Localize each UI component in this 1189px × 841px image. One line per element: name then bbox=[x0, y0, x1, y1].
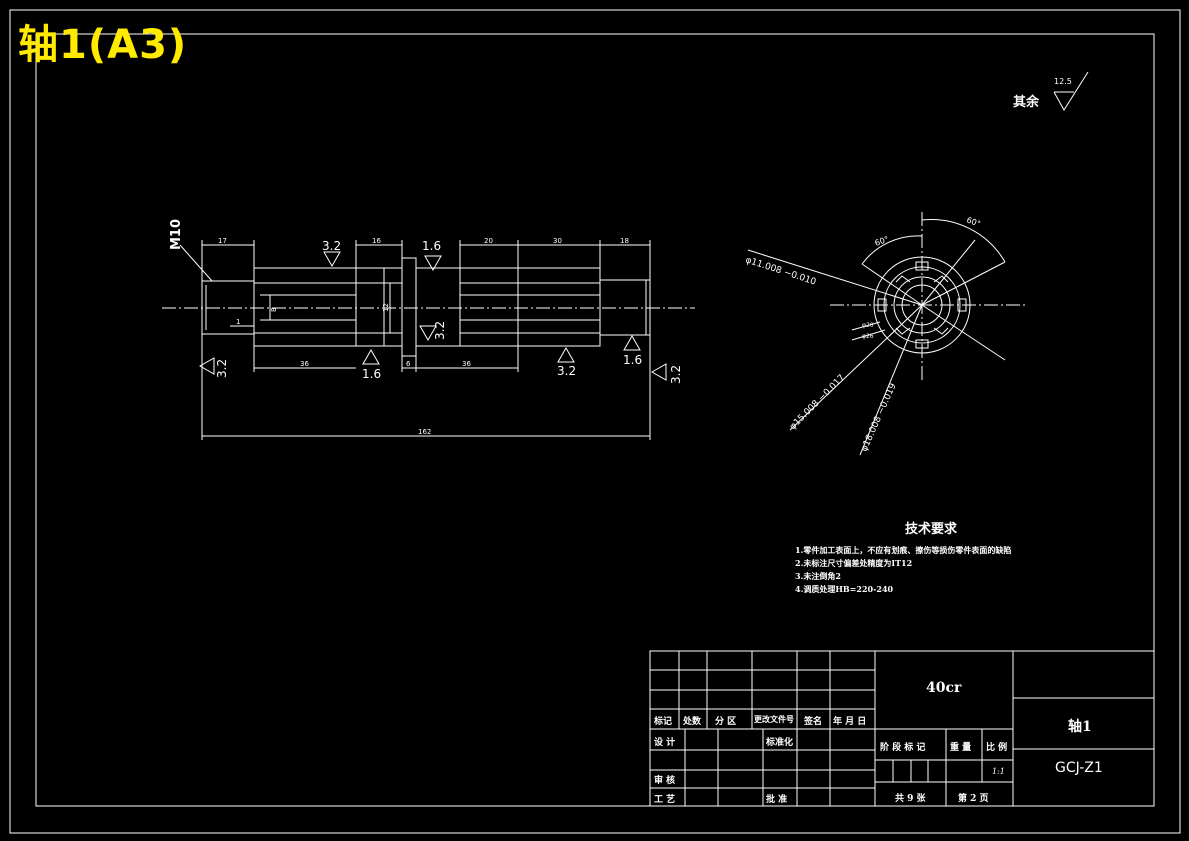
tb-col-mark: 标记 bbox=[654, 717, 673, 727]
dim-36b: 36 bbox=[462, 360, 471, 368]
roughness-label: 1.6 bbox=[362, 367, 381, 381]
dim-17: 17 bbox=[218, 237, 227, 245]
tech-requirements-heading: 技术要求 bbox=[905, 522, 958, 537]
dim-small-8: 8 bbox=[270, 308, 278, 312]
tech-line-4: 4.调质处理HB=220-240 bbox=[795, 584, 894, 594]
dim-small-12: 12 bbox=[382, 303, 390, 312]
tb-scale: 1:1 bbox=[992, 767, 1005, 776]
dim-16: 16 bbox=[372, 237, 381, 245]
tb-material: 40cr bbox=[926, 680, 962, 696]
angle-a-label: 60° bbox=[874, 235, 890, 248]
roughness-symbol bbox=[419, 325, 437, 342]
tb-part-name: 轴1 bbox=[1068, 719, 1092, 735]
tb-sheet-no: 第 2 页 bbox=[958, 794, 989, 804]
outer-border bbox=[9, 9, 1181, 834]
roughness-label: 3.2 bbox=[669, 365, 683, 384]
sheet-badge: 轴1(A3) bbox=[18, 22, 188, 68]
roughness-label: 3.2 bbox=[322, 239, 341, 253]
tb-col-count: 处数 bbox=[683, 717, 702, 727]
inner-border bbox=[35, 33, 1155, 807]
spline-section-2 bbox=[355, 267, 403, 347]
roughness-label: 3.2 bbox=[215, 359, 229, 378]
dim-6: 6 bbox=[406, 360, 411, 368]
tb-design: 设 计 bbox=[654, 738, 676, 748]
spline-section-1 bbox=[253, 267, 357, 347]
roughness-label: 1.6 bbox=[422, 239, 441, 253]
thread-label: M10 bbox=[169, 219, 184, 250]
roughness-symbol bbox=[650, 363, 667, 381]
tb-col-change-doc: 更改文件号 bbox=[754, 714, 794, 724]
tb-scale-head: 比 例 bbox=[986, 743, 1008, 753]
tech-line-2: 2.未标注尺寸偏差处精度为IT12 bbox=[795, 558, 913, 568]
title-block-grid bbox=[649, 650, 1155, 807]
dim-36a: 36 bbox=[300, 360, 309, 368]
tb-col-sign: 签名 bbox=[804, 717, 823, 727]
tb-col-zone: 分 区 bbox=[715, 717, 737, 727]
roughness-label: 1.6 bbox=[623, 353, 642, 367]
tb-approve: 批 准 bbox=[766, 795, 788, 805]
tb-review: 审 核 bbox=[654, 776, 676, 786]
dim-20: 20 bbox=[484, 237, 493, 245]
roughness-symbol bbox=[362, 348, 380, 365]
roughness-symbol bbox=[424, 255, 442, 272]
tb-stage-mark: 阶 段 标 记 bbox=[880, 743, 926, 753]
roughness-symbol bbox=[198, 357, 215, 375]
roughness-label: 3.2 bbox=[557, 364, 576, 378]
rest-roughness-value: 12.5 bbox=[1054, 77, 1072, 86]
shaft-front-view bbox=[162, 240, 695, 440]
tb-sheets-total: 共 9 张 bbox=[895, 794, 926, 804]
tb-process: 工 艺 bbox=[654, 795, 676, 805]
section-small-2: φ26 bbox=[862, 333, 874, 340]
roughness-label: 3.2 bbox=[433, 321, 447, 340]
tb-standardize: 标准化 bbox=[766, 738, 794, 748]
rest-roughness-label: 其余 bbox=[1013, 94, 1040, 110]
tb-col-date: 年 月 日 bbox=[833, 717, 867, 727]
shoulder-collar bbox=[401, 257, 417, 357]
dim-30: 30 bbox=[553, 237, 562, 245]
roughness-symbol bbox=[623, 334, 641, 351]
tb-weight: 重 量 bbox=[950, 743, 972, 753]
dim-small-1: 1 bbox=[236, 318, 240, 326]
dia-18-label: φ18.008 −0.019 bbox=[860, 382, 899, 454]
roughness-symbol bbox=[323, 251, 341, 268]
dim-162: 162 bbox=[418, 428, 431, 436]
angle-b-label: 60° bbox=[965, 215, 981, 228]
tb-drawing-no: GCJ-Z1 bbox=[1055, 760, 1103, 776]
spline-section-3 bbox=[459, 267, 519, 347]
dim-18: 18 bbox=[620, 237, 629, 245]
rest-roughness-symbol bbox=[1053, 71, 1089, 111]
spline-section-view bbox=[747, 212, 1025, 456]
tech-line-3: 3.未注倒角2 bbox=[795, 571, 841, 581]
dia-15-label: φ15.008 −0.017 bbox=[788, 373, 847, 432]
section-small-1: φ20 bbox=[862, 322, 874, 329]
spline-section-4 bbox=[517, 267, 601, 347]
tech-line-1: 1.零件加工表面上，不应有划痕、擦伤等损伤零件表面的缺陷 bbox=[795, 545, 1012, 555]
roughness-symbol bbox=[557, 346, 575, 363]
